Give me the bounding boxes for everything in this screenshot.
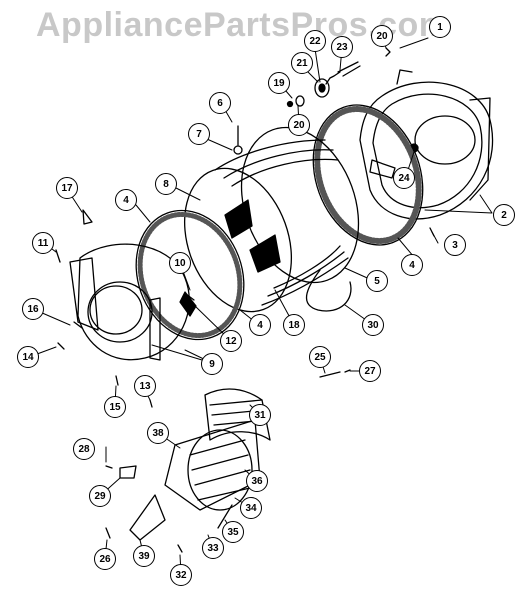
- callout-part-4[interactable]: 4: [115, 189, 137, 211]
- callout-part-4[interactable]: 4: [249, 314, 271, 336]
- callout-part-13[interactable]: 13: [134, 375, 156, 397]
- callout-part-7[interactable]: 7: [188, 123, 210, 145]
- callout-part-25[interactable]: 25: [309, 346, 331, 368]
- callout-part-18[interactable]: 18: [283, 314, 305, 336]
- callout-part-21[interactable]: 21: [291, 52, 313, 74]
- callout-part-38[interactable]: 38: [147, 422, 169, 444]
- callout-part-36[interactable]: 36: [246, 470, 268, 492]
- callout-part-15[interactable]: 15: [104, 396, 126, 418]
- callout-part-8[interactable]: 8: [155, 173, 177, 195]
- callout-part-10[interactable]: 10: [169, 252, 191, 274]
- callout-part-5[interactable]: 5: [366, 270, 388, 292]
- callout-part-24[interactable]: 24: [393, 167, 415, 189]
- callout-part-2[interactable]: 2: [493, 204, 515, 226]
- front-bulkhead: [69, 243, 197, 361]
- callout-part-27[interactable]: 27: [359, 360, 381, 382]
- callout-part-34[interactable]: 34: [240, 497, 262, 519]
- callout-part-28[interactable]: 28: [73, 438, 95, 460]
- callout-part-16[interactable]: 16: [22, 298, 44, 320]
- drum: [183, 126, 360, 313]
- rear-bulkhead: [359, 69, 494, 220]
- front-felt-seal: [135, 209, 245, 341]
- callout-part-20[interactable]: 20: [288, 114, 310, 136]
- callout-part-22[interactable]: 22: [304, 30, 326, 52]
- callout-part-9[interactable]: 9: [201, 353, 223, 375]
- callout-part-23[interactable]: 23: [331, 36, 353, 58]
- callout-part-1[interactable]: 1: [429, 16, 451, 38]
- callout-part-26[interactable]: 26: [94, 548, 116, 570]
- callout-part-11[interactable]: 11: [32, 232, 54, 254]
- callout-part-19[interactable]: 19: [268, 72, 290, 94]
- callout-part-30[interactable]: 30: [362, 314, 384, 336]
- callout-part-29[interactable]: 29: [89, 485, 111, 507]
- duct-bracket: [129, 494, 166, 541]
- callout-part-4[interactable]: 4: [401, 254, 423, 276]
- callout-part-32[interactable]: 32: [170, 564, 192, 586]
- callout-part-3[interactable]: 3: [444, 234, 466, 256]
- rear-felt-seal: [312, 104, 424, 246]
- callout-part-6[interactable]: 6: [209, 92, 231, 114]
- callout-part-31[interactable]: 31: [249, 404, 271, 426]
- callout-part-39[interactable]: 39: [133, 545, 155, 567]
- callout-part-20[interactable]: 20: [371, 25, 393, 47]
- callout-part-17[interactable]: 17: [56, 177, 78, 199]
- drive-belt: [305, 269, 352, 312]
- callout-part-35[interactable]: 35: [222, 521, 244, 543]
- callout-part-12[interactable]: 12: [220, 330, 242, 352]
- callout-part-14[interactable]: 14: [17, 346, 39, 368]
- shaft-bearing-parts: [286, 47, 391, 108]
- callout-part-33[interactable]: 33: [202, 537, 224, 559]
